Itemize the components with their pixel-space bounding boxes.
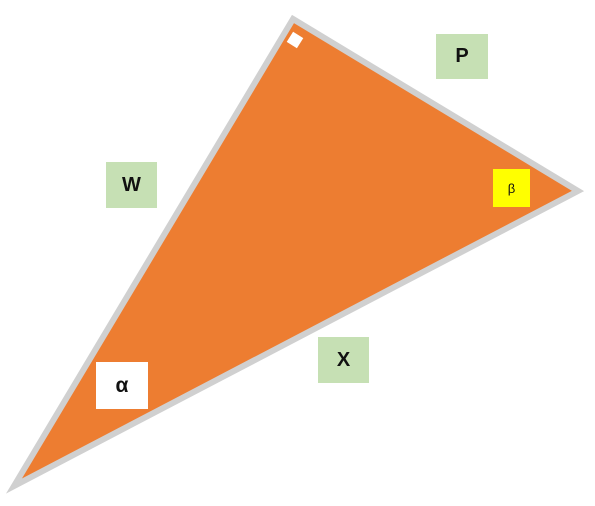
side-label-p: P	[436, 34, 488, 79]
right-triangle	[5, 14, 585, 494]
angle-label-beta: β	[493, 169, 530, 207]
side-label-w: W	[106, 162, 157, 208]
angle-label-alpha: α	[96, 362, 148, 409]
side-label-x: X	[318, 337, 369, 383]
right-angle-marker	[286, 31, 304, 49]
